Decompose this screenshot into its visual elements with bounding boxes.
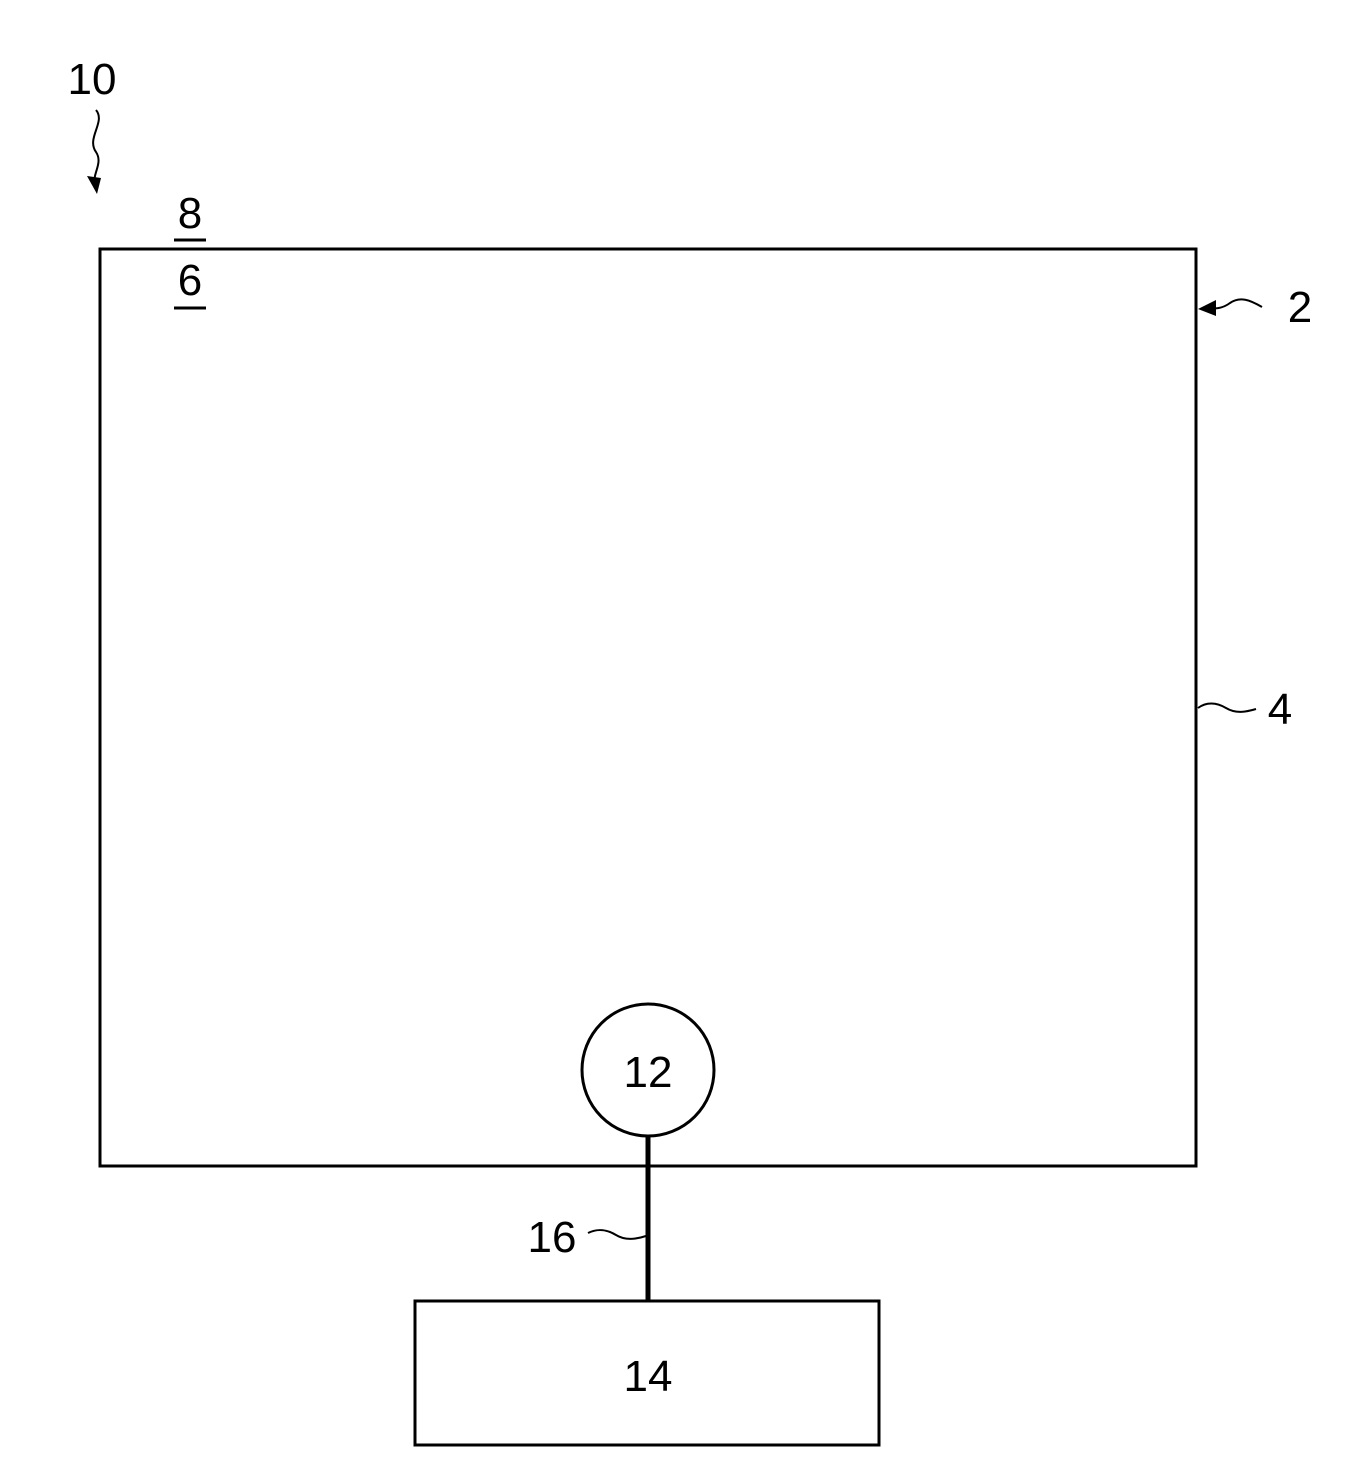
label-wall: 4 xyxy=(1268,685,1292,734)
leader-system xyxy=(93,110,99,186)
label-top-region: 8 xyxy=(178,189,202,238)
arrowhead-housing-icon xyxy=(1198,300,1216,316)
label-housing: 2 xyxy=(1288,283,1312,332)
leader-connection xyxy=(588,1230,646,1239)
label-sensor: 12 xyxy=(624,1048,673,1097)
label-system: 10 xyxy=(68,55,117,104)
housing-outline xyxy=(100,249,1196,1166)
arrowhead-system-icon xyxy=(87,176,101,194)
label-unit: 14 xyxy=(624,1352,673,1401)
label-connection: 16 xyxy=(528,1213,577,1262)
label-interior: 6 xyxy=(178,256,202,305)
leader-wall xyxy=(1198,704,1256,712)
